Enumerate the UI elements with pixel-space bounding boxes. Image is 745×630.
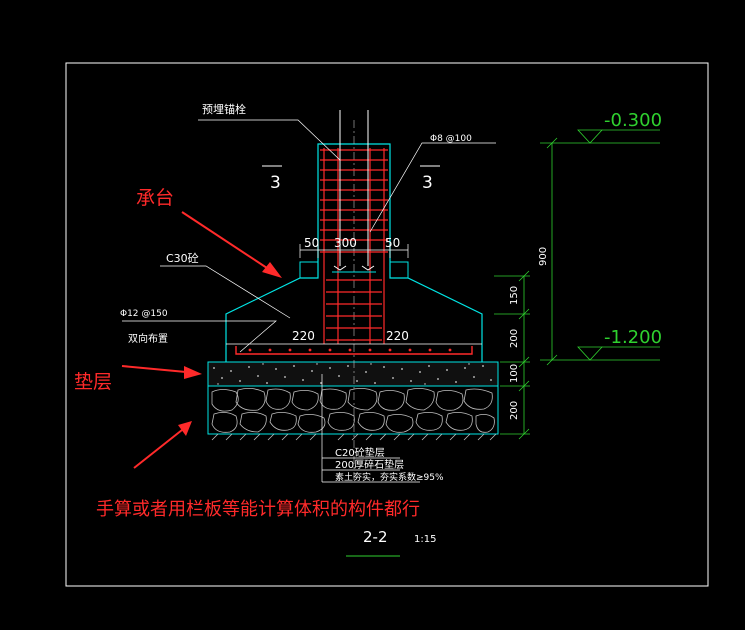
layer-note-3: 素土夯实，夯实系数≥95% [335,471,444,483]
dim-column-right: 50 [385,236,400,250]
layer-note-1: C20砼垫层 [335,446,385,459]
concrete-cushion [207,361,499,387]
column-rebar [320,148,388,344]
dim-column-mid: 300 [334,236,357,250]
callout-stirrup: Φ8 @100 [430,134,472,144]
dim-cap-left: 220 [292,329,315,343]
section-mark-right: 3 [422,173,433,193]
layer-leader [321,374,420,483]
column-step-right [390,261,409,278]
dim-v-100: 100 [509,364,520,383]
section-title: 2-2 [363,528,388,546]
annotation-arrows [121,211,282,469]
drawing-frame [65,62,709,587]
dim-cap-right: 220 [386,329,409,343]
dim-column-left: 50 [304,236,319,250]
soil-hatch [211,433,497,441]
bottom-mesh-dots [248,348,452,352]
elevation-bottom: -1.200 [604,327,662,348]
annotation-note: 手算或者用栏板等能计算体积的构件都行 [96,499,420,520]
annotation-cushion: 垫层 [74,371,112,393]
callout-bottom-rebar: Φ12 @150 [120,309,168,319]
dim-v-900: 900 [538,247,549,266]
layer-note-2: 200厚碎石垫层 [335,458,404,471]
elevation-top: -0.300 [604,110,662,131]
horizontal-dimensions [226,244,482,345]
section-mark-left: 3 [270,173,281,193]
leader-lines [122,119,496,353]
gravel-layer [207,385,499,435]
dim-v-200a: 200 [509,329,520,348]
annotation-cap: 承台 [136,187,174,209]
bottom-mesh [235,346,473,355]
callout-concrete-grade: C30砼 [166,252,199,265]
vertical-dimensions [494,129,660,440]
callout-anchor-bolt: 预埋锚栓 [202,102,246,116]
section-scale: 1:15 [414,534,436,545]
dim-v-200b: 200 [509,401,520,420]
column-step-left [299,261,318,278]
anchor-bolts [332,110,376,273]
dim-v-150: 150 [509,286,520,305]
callout-bidirectional: 双向布置 [128,332,168,345]
